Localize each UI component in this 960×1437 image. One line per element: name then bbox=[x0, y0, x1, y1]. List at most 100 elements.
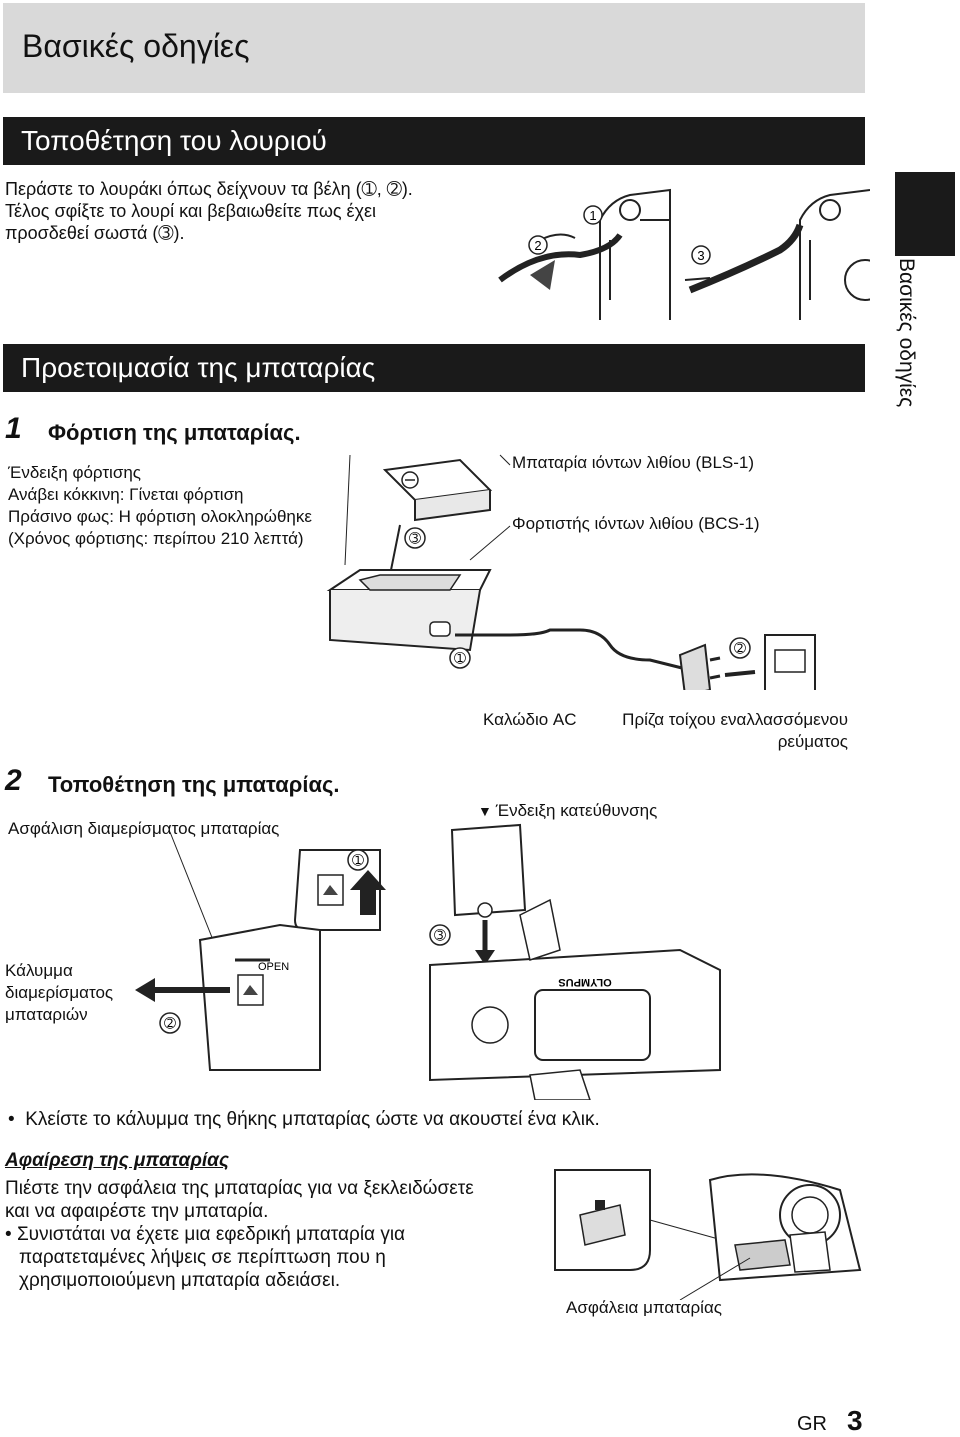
bullet-icon: • bbox=[8, 1109, 26, 1130]
battery-prep-heading: Προετοιμασία της μπαταρίας bbox=[3, 344, 865, 392]
cover-label-line-1: Κάλυμμα bbox=[5, 961, 73, 980]
charger-marker-3: ➂ bbox=[404, 527, 426, 549]
strap-heading-text: Τοποθέτηση του λουριού bbox=[21, 125, 327, 156]
outlet-label-line-2: ρεύματος bbox=[777, 732, 848, 751]
side-tab-marker bbox=[895, 172, 955, 256]
svg-text:➁: ➁ bbox=[164, 1015, 176, 1031]
outlet-label-line-1: Πρίζα τοίχου εναλλασσόμενου bbox=[622, 710, 848, 729]
strap-instructions: Περάστε το λουράκι όπως δείχνουν τα βέλη… bbox=[5, 178, 413, 244]
plug-marker-2: ➁ bbox=[729, 637, 751, 659]
direction-indicator-label: ▼ Ένδειξη κατεύθυνσης bbox=[478, 800, 657, 822]
step-2-title: Τοποθέτηση της μπαταρίας. bbox=[48, 772, 340, 797]
strap-band-right bbox=[688, 223, 804, 294]
svg-text:OPEN: OPEN bbox=[258, 961, 289, 973]
charge-indicator-line: Ένδειξη φόρτισης bbox=[8, 463, 141, 482]
page-title: Βασικές οδηγίες bbox=[22, 28, 250, 64]
svg-text:➀: ➀ bbox=[352, 852, 364, 868]
lock-detail-box bbox=[293, 849, 386, 931]
ac-cable bbox=[455, 628, 580, 637]
header-band bbox=[3, 3, 865, 93]
bullet-icon: • bbox=[5, 1224, 17, 1245]
battery-leader-line bbox=[499, 454, 511, 466]
close-cover-text: Κλείστε το κάλυμμα της θήκης μπαταρίας ώ… bbox=[25, 1109, 600, 1130]
ac-cable-label: Καλώδιο AC bbox=[483, 710, 577, 729]
strap-line-3: προσδεθεί σωστά (➂). bbox=[5, 223, 185, 243]
ac-cable-loop bbox=[579, 628, 691, 672]
removal-line-1: Πιέστε την ασφάλεια της μπαταρίας για να… bbox=[5, 1178, 474, 1199]
svg-text:➂: ➂ bbox=[434, 927, 446, 943]
cover-label-line-3: μπαταριών bbox=[5, 1005, 88, 1024]
strap-marker-1: 1 bbox=[583, 205, 603, 225]
removal-bullet-line-2: παρατεταμένες λήψεις σε περίπτωση που η bbox=[19, 1247, 386, 1268]
cable-marker-1: ➀ bbox=[449, 647, 471, 669]
battery-lock-label: Ασφάλεια μπαταρίας bbox=[566, 1298, 722, 1317]
svg-text:➀: ➀ bbox=[454, 650, 466, 666]
direction-triangle-icon: ▼ bbox=[478, 803, 496, 819]
step-1-number: 1 bbox=[5, 412, 22, 445]
cover-detail: OPEN bbox=[198, 923, 321, 1071]
camera-back: OLYMPUS bbox=[429, 898, 721, 1100]
removal-detail-box bbox=[554, 1169, 651, 1271]
charge-indicator-line: Πράσινο φως: Η φόρτιση ολοκληρώθηκε bbox=[8, 507, 312, 526]
battery-insert-illustration: ➀ OPEN ➁ ➂ OLYMPUS bbox=[135, 823, 721, 1100]
battery-prep-heading-text: Προετοιμασία της μπαταρίας bbox=[21, 352, 376, 383]
page-number: 3 bbox=[847, 1405, 863, 1436]
lock-leader-line bbox=[169, 831, 216, 946]
strap-pull-arrow bbox=[684, 277, 711, 281]
insert-marker-3: ➂ bbox=[429, 924, 451, 946]
camera-body-left bbox=[599, 188, 671, 320]
battery-pack bbox=[382, 458, 493, 522]
charge-indicator-line: (Χρόνος φόρτισης: περίπου 210 λεπτά) bbox=[8, 529, 304, 548]
svg-text:➁: ➁ bbox=[734, 640, 746, 656]
side-tab-label: Βασικές οδηγίες bbox=[895, 258, 918, 408]
strap-marker-2: 2 bbox=[528, 235, 548, 255]
plug-arrow bbox=[724, 670, 756, 677]
step-1-title: Φόρτιση της μπαταρίας. bbox=[48, 420, 301, 445]
removal-bullet-line-1: Συνιστάται να έχετε μια εφεδρική μπαταρί… bbox=[16, 1224, 406, 1245]
cover-slide-arrowhead bbox=[135, 978, 155, 1002]
insert-marker-1: ➀ bbox=[347, 849, 369, 871]
removal-instructions: Πιέστε την ασφάλεια της μπαταρίας για να… bbox=[5, 1177, 474, 1292]
charge-indicator-line: Ανάβει κόκκινη: Γίνεται φόρτιση bbox=[8, 485, 244, 504]
ac-plug bbox=[678, 643, 721, 690]
charge-indicator-info: Ένδειξη φόρτισης Ανάβει κόκκινη: Γίνεται… bbox=[8, 462, 312, 550]
svg-text:1: 1 bbox=[589, 208, 596, 223]
charger-leader-line bbox=[469, 525, 511, 561]
removal-bullet: • Συνιστάται να έχετε μια εφεδρική μπατα… bbox=[5, 1223, 474, 1246]
strap-line-1: Περάστε το λουράκι όπως δείχνουν τα βέλη… bbox=[5, 179, 413, 199]
battery-insert bbox=[450, 823, 527, 918]
svg-text:OLYMPUS: OLYMPUS bbox=[558, 976, 611, 988]
insert-arrow bbox=[389, 524, 401, 576]
charger-illustration: ➂ ➀ ➁ bbox=[326, 454, 816, 690]
camera-body-right bbox=[799, 189, 870, 320]
strap-band-left bbox=[498, 233, 623, 283]
battery-removal-illustration bbox=[554, 1169, 862, 1300]
footer-language: GR bbox=[797, 1413, 827, 1435]
removal-bullet-line-3: χρησιμοποιούμενη μπαταρία αδειάσει. bbox=[19, 1270, 341, 1291]
svg-text:➂: ➂ bbox=[409, 530, 421, 546]
insert-marker-2: ➁ bbox=[159, 1012, 181, 1034]
removal-heading: Αφαίρεση της μπαταρίας bbox=[5, 1150, 229, 1171]
strap-marker-3: 3 bbox=[691, 245, 711, 265]
svg-text:3: 3 bbox=[697, 248, 704, 263]
indicator-leader-line bbox=[344, 454, 351, 566]
step-2-number: 2 bbox=[5, 764, 22, 797]
strap-line-2: Τέλος σφίξτε το λουρί και βεβαιωθείτε πω… bbox=[5, 201, 377, 221]
direction-indicator-text: Ένδειξη κατεύθυνσης bbox=[495, 801, 658, 820]
strap-illustration: 1 2 3 bbox=[498, 188, 870, 320]
charger-model-label: Φορτιστής ιόντων λιθίου (BCS-1) bbox=[512, 514, 760, 533]
removal-line-2: και να αφαιρέστε την μπαταρία. bbox=[5, 1201, 269, 1222]
battery-insert-arrowhead bbox=[475, 950, 495, 965]
compartment-cover-label: Κάλυμμα διαμερίσματος μπαταριών bbox=[5, 960, 113, 1026]
lock-label-leader bbox=[679, 1257, 751, 1300]
cover-label-line-2: διαμερίσματος bbox=[5, 983, 114, 1002]
removal-camera-body bbox=[708, 1173, 862, 1282]
strap-buckle-left bbox=[530, 260, 555, 290]
strap-section-heading: Τοποθέτηση του λουριού bbox=[3, 117, 865, 165]
close-cover-bullet: • Κλείστε το κάλυμμα της θήκης μπαταρίας… bbox=[8, 1108, 600, 1131]
wall-outlet bbox=[764, 634, 816, 690]
outlet-label: Πρίζα τοίχου εναλλασσόμενου ρεύματος bbox=[612, 709, 848, 753]
compartment-lock-label: Ασφάλιση διαμερίσματος μπαταρίας bbox=[8, 819, 280, 838]
battery-model-label: Μπαταρία ιόντων λιθίου (BLS-1) bbox=[512, 453, 755, 472]
svg-text:2: 2 bbox=[534, 238, 541, 253]
